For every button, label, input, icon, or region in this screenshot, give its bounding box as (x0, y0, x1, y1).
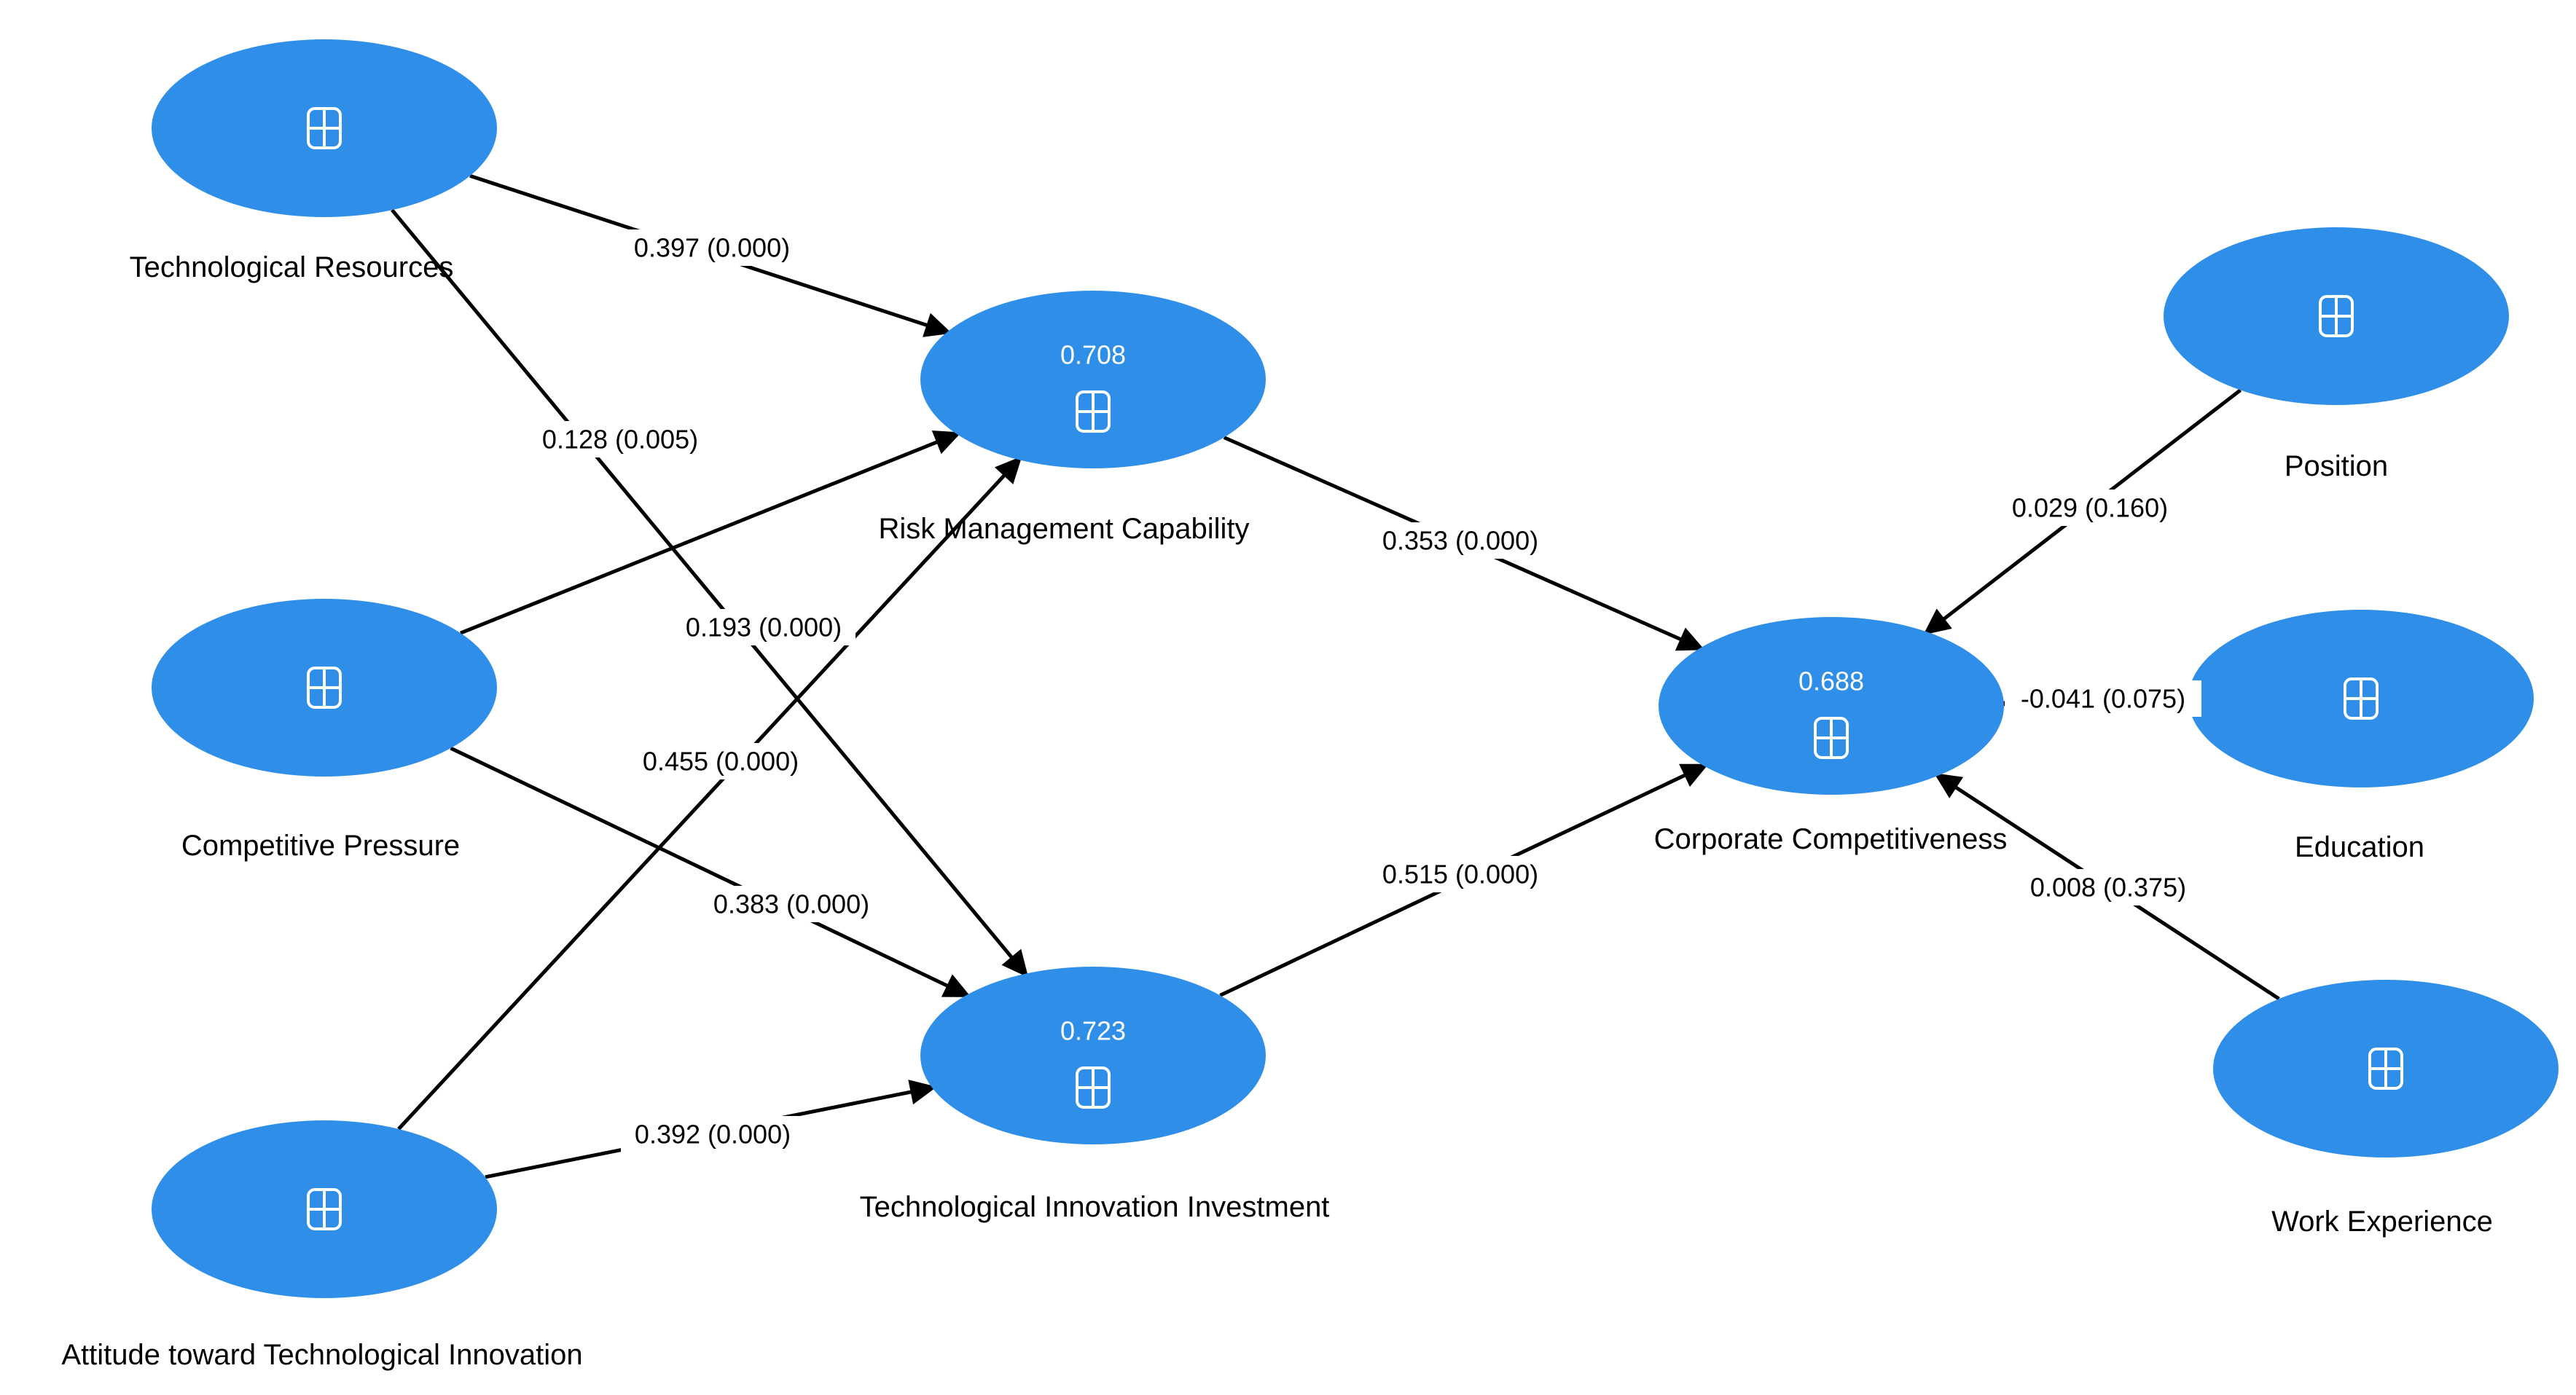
construct-ellipse[interactable] (920, 291, 1266, 468)
label-background (629, 743, 813, 779)
construct-ellipse[interactable] (920, 967, 1266, 1144)
expand-indicators-plus-icon[interactable] (1076, 390, 1111, 433)
coefficient-text: 0.383 (0.000) (713, 889, 869, 919)
expand-indicators-plus-icon[interactable] (1076, 1066, 1111, 1109)
label-background (2016, 869, 2200, 905)
path-coefficient-label: 0.353 (0.000) (1369, 522, 1552, 559)
coefficient-text: 0.455 (0.000) (643, 747, 799, 777)
coefficient-text: 0.397 (0.000) (634, 233, 790, 263)
path-coefficient-label: 0.008 (0.375) (2016, 869, 2200, 905)
label-background (672, 609, 856, 645)
label-background (700, 886, 883, 922)
construct-label-attitude-toward-technological-innovation: Attitude toward Technological Innovation (61, 1339, 582, 1371)
path-coefficient-label: 0.128 (0.005) (528, 421, 712, 457)
path-coefficient-label: 0.515 (0.000) (1369, 856, 1552, 892)
expand-indicators-plus-icon[interactable] (307, 667, 342, 709)
label-background (621, 1116, 804, 1152)
latent-variable-position[interactable] (2164, 227, 2509, 405)
path-arrow-technological-resources-to-technological-innovation-investment[interactable] (391, 208, 1029, 978)
path-coefficient-label: 0.455 (0.000) (629, 743, 813, 779)
coefficient-text: 0.193 (0.000) (686, 613, 842, 643)
expand-indicators-plus-icon[interactable] (2319, 295, 2354, 337)
coefficient-text: 0.128 (0.005) (542, 425, 698, 455)
path-arrow-attitude-toward-technological-innovation-to-risk-management-capability[interactable] (397, 456, 1022, 1131)
path-coefficient-label: 0.397 (0.000) (620, 229, 804, 266)
r-squared-value: 0.723 (1060, 1016, 1126, 1046)
construct-label-corporate-competitiveness: Corporate Competitiveness (1654, 823, 2008, 855)
r-squared-value: 0.708 (1060, 340, 1126, 370)
construct-label-position: Position (2285, 450, 2388, 482)
node-layer: 0.708 0.723 0.688 (152, 39, 2559, 1298)
construct-label-risk-management-capability: Risk Management Capability (878, 513, 1249, 545)
latent-variable-technological-resources[interactable] (152, 39, 497, 217)
latent-variable-competitive-pressure[interactable] (152, 599, 497, 777)
label-background (1998, 490, 2182, 526)
latent-variable-work-experience[interactable] (2213, 980, 2559, 1158)
coefficient-text: -0.041 (0.075) (2021, 684, 2185, 714)
path-coefficient-label: 0.193 (0.000) (672, 609, 856, 645)
latent-variable-technological-innovation-investment[interactable]: 0.723 (920, 967, 1266, 1144)
path-arrow-competitive-pressure-to-risk-management-capability[interactable] (460, 431, 962, 635)
latent-variable-education[interactable] (2188, 610, 2534, 787)
latent-variable-corporate-competitiveness[interactable]: 0.688 (1659, 617, 2004, 795)
label-background (1369, 522, 1552, 559)
r-squared-value: 0.688 (1798, 667, 1864, 696)
label-background (528, 421, 712, 457)
construct-label-technological-innovation-investment: Technological Innovation Investment (860, 1191, 1330, 1223)
path-coefficient-label: 0.392 (0.000) (621, 1116, 804, 1152)
coefficient-text: 0.392 (0.000) (635, 1120, 791, 1150)
path-coefficient-label: 0.383 (0.000) (700, 886, 883, 922)
label-layer: 0.397 (0.000) 0.128 (0.005) 0.193 (0.000) 0… (61, 229, 2493, 1371)
construct-label-education: Education (2295, 831, 2424, 863)
expand-indicators-plus-icon[interactable] (307, 107, 342, 149)
path-coefficient-label: 0.029 (0.160) (1998, 490, 2182, 526)
construct-label-competitive-pressure: Competitive Pressure (181, 830, 460, 862)
path-arrow-competitive-pressure-to-technological-innovation-investment[interactable] (450, 746, 971, 997)
latent-variable-attitude-toward-technological-innovation[interactable] (152, 1120, 497, 1298)
construct-ellipse[interactable] (1659, 617, 2004, 795)
coefficient-text: 0.353 (0.000) (1382, 526, 1538, 556)
construct-label-work-experience: Work Experience (2271, 1206, 2493, 1238)
label-background (620, 229, 804, 266)
coefficient-text: 0.029 (0.160) (2012, 493, 2168, 523)
label-background (2005, 680, 2201, 717)
expand-indicators-plus-icon[interactable] (2344, 677, 2379, 720)
latent-variable-risk-management-capability[interactable]: 0.708 (920, 291, 1266, 468)
coefficient-text: 0.008 (0.375) (2030, 873, 2186, 903)
construct-label-technological-resources: Technological Resources (130, 251, 454, 283)
coefficient-text: 0.515 (0.000) (1382, 860, 1538, 889)
expand-indicators-plus-icon[interactable] (1814, 717, 1849, 759)
label-background (1369, 856, 1552, 892)
expand-indicators-plus-icon[interactable] (307, 1188, 342, 1230)
expand-indicators-plus-icon[interactable] (2368, 1048, 2403, 1090)
path-coefficient-label: -0.041 (0.075) (2005, 680, 2201, 717)
